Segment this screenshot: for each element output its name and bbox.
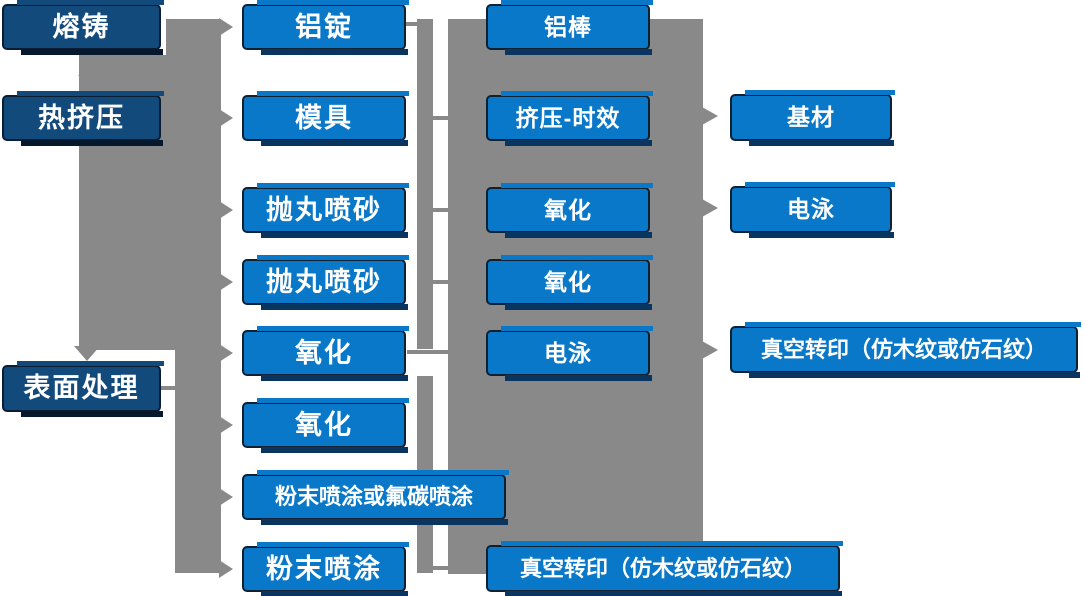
node-shot-blast-sandblast-1: 抛丸喷砂 — [242, 183, 409, 238]
node-vacuum-transfer-bottom: 真空转印（仿木纹或仿石纹） — [486, 541, 843, 596]
connector-bar-left — [175, 337, 221, 573]
arrow-right-icon — [219, 273, 233, 291]
arrow-right-icon — [219, 109, 233, 127]
node-electrophoresis-1: 电泳 — [486, 326, 653, 381]
arrow-right-icon — [219, 18, 233, 36]
connector-stub — [407, 350, 449, 354]
node-base-material: 基材 — [730, 90, 895, 146]
connector-stub — [433, 116, 449, 120]
node-mold: 模具 — [242, 91, 409, 146]
arrow-right-icon — [219, 488, 233, 506]
connector-stub — [433, 566, 449, 570]
arrow-right-icon — [219, 560, 233, 578]
connector-arm-top-left — [166, 19, 221, 56]
node-melt-casting: 熔铸 — [2, 0, 164, 55]
arrow-right-icon — [219, 344, 233, 362]
arrow-right-icon — [702, 199, 718, 217]
connector-bar-middle-top — [417, 19, 433, 349]
node-oxidation-4: 氧化 — [486, 255, 653, 310]
connector-stub — [433, 208, 449, 212]
node-oxidation-3: 氧化 — [486, 183, 653, 238]
connector-link-surface-treatment — [161, 386, 177, 390]
node-powder-or-fluorocarbon-coating: 粉末喷涂或氟碳喷涂 — [242, 470, 509, 525]
arrow-right-icon — [702, 341, 718, 359]
node-vacuum-transfer-right: 真空转印（仿木纹或仿石纹） — [730, 322, 1081, 378]
node-aluminum-rod: 铝棒 — [486, 0, 653, 55]
arrow-right-icon — [702, 107, 718, 125]
node-oxidation-1: 氧化 — [242, 326, 409, 381]
node-powder-coating: 粉末喷涂 — [242, 542, 409, 596]
node-shot-blast-sandblast-2: 抛丸喷砂 — [242, 255, 409, 310]
arrow-right-icon — [219, 201, 233, 219]
arrow-right-icon — [219, 416, 233, 434]
connector-stub — [406, 22, 417, 26]
node-aluminum-ingot: 铝锭 — [242, 0, 409, 55]
connector-stub — [433, 280, 449, 284]
node-extrusion-aging: 挤压-时效 — [486, 91, 653, 146]
node-hot-extrusion: 热挤压 — [2, 91, 164, 146]
node-electrophoresis-2: 电泳 — [730, 182, 895, 238]
node-surface-treatment: 表面处理 — [2, 361, 164, 417]
arrow-down-icon — [78, 75, 104, 90]
arrow-down-icon — [74, 346, 100, 361]
node-oxidation-2: 氧化 — [242, 398, 409, 453]
